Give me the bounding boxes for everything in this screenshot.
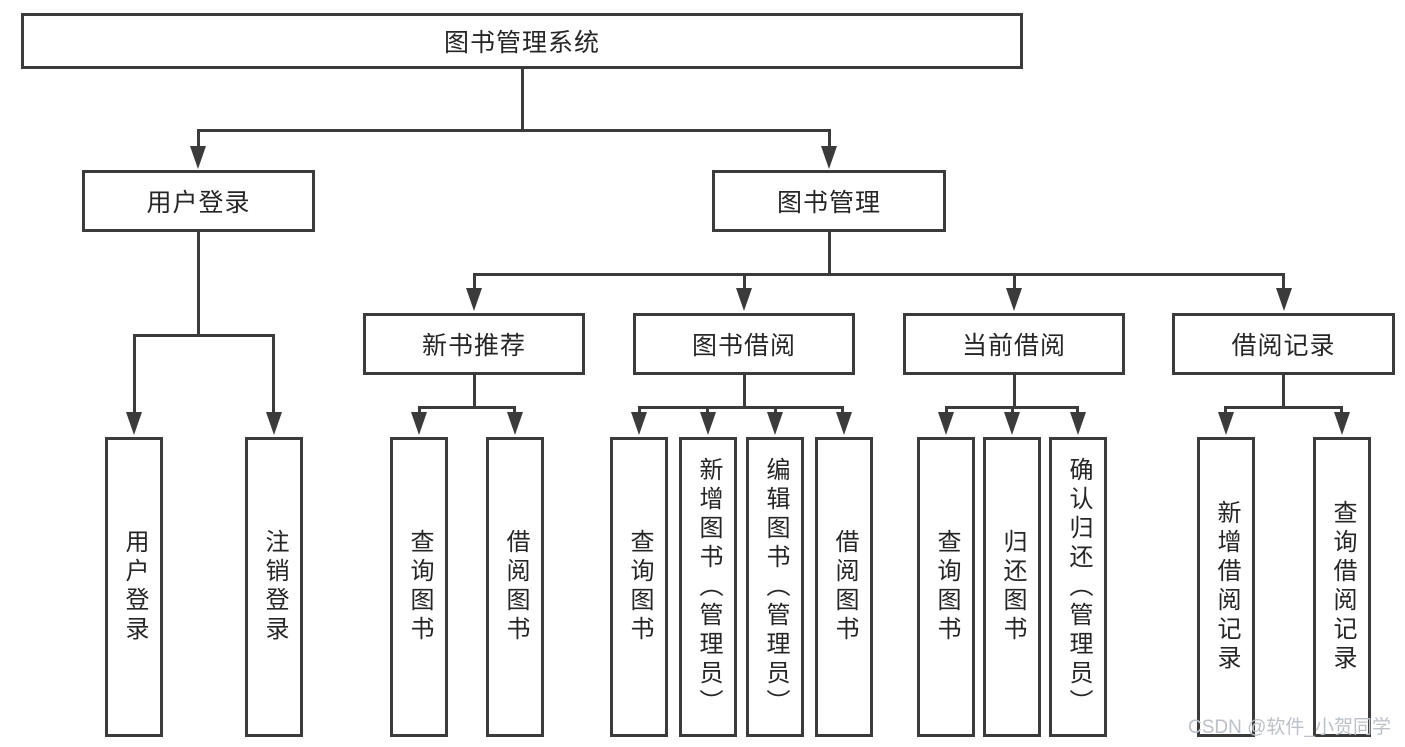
- leaf-borrow-books-recommend: 借阅图书: [486, 437, 544, 737]
- node-book-borrow: 图书借阅: [633, 313, 855, 375]
- line-segment: [473, 273, 1285, 276]
- line-segment: [841, 406, 844, 415]
- root-node: 图书管理系统: [21, 13, 1023, 69]
- line-segment: [197, 232, 200, 334]
- line-segment: [828, 232, 831, 273]
- leaf-query-books-current: 查询图书: [917, 437, 975, 737]
- leaf-query-books-borrow: 查询图书: [610, 437, 668, 737]
- line-segment: [638, 406, 641, 415]
- line-segment: [945, 406, 948, 415]
- line-segment: [513, 406, 516, 415]
- leaf-add-book-admin: 新增图书（管理员）: [679, 437, 737, 737]
- line-segment: [774, 406, 777, 415]
- arrowhead-icon: [1276, 288, 1292, 311]
- line-segment: [743, 273, 746, 291]
- leaf-user-login: 用户登录: [105, 437, 163, 737]
- line-segment: [638, 406, 844, 409]
- line-segment: [1013, 375, 1016, 406]
- arrowhead-icon: [126, 412, 142, 435]
- line-segment: [1224, 406, 1227, 415]
- arrowhead-icon: [938, 412, 954, 435]
- arrowhead-icon: [266, 412, 282, 435]
- line-segment: [828, 129, 831, 149]
- leaf-query-borrow-record: 查询借阅记录: [1313, 437, 1371, 737]
- line-segment: [473, 375, 476, 406]
- node-new-book-recommend: 新书推荐: [363, 313, 585, 375]
- leaf-add-borrow-record: 新增借阅记录: [1197, 437, 1255, 737]
- line-segment: [1282, 273, 1285, 291]
- arrowhead-icon: [190, 146, 206, 169]
- line-segment: [1011, 406, 1014, 415]
- line-segment: [1013, 273, 1016, 291]
- line-segment: [272, 334, 275, 414]
- line-segment: [473, 273, 476, 291]
- arrowhead-icon: [1006, 288, 1022, 311]
- line-segment: [133, 334, 275, 337]
- arrowhead-icon: [700, 412, 716, 435]
- leaf-query-books-recommend: 查询图书: [390, 437, 448, 737]
- line-segment: [197, 129, 200, 149]
- arrowhead-icon: [466, 288, 482, 311]
- node-user-login: 用户登录: [82, 170, 315, 232]
- line-segment: [1224, 406, 1342, 409]
- leaf-return-books: 归还图书: [983, 437, 1041, 737]
- arrowhead-icon: [836, 412, 852, 435]
- leaf-logout: 注销登录: [245, 437, 303, 737]
- line-segment: [418, 406, 516, 409]
- line-segment: [706, 406, 709, 415]
- arrowhead-icon: [1004, 412, 1020, 435]
- line-segment: [743, 375, 746, 406]
- line-segment: [1076, 406, 1079, 415]
- arrowhead-icon: [411, 412, 427, 435]
- arrowhead-icon: [736, 288, 752, 311]
- arrowhead-icon: [821, 146, 837, 169]
- arrowhead-icon: [1070, 412, 1086, 435]
- line-segment: [197, 129, 831, 132]
- leaf-edit-book-admin: 编辑图书（管理员）: [746, 437, 804, 737]
- node-current-borrow: 当前借阅: [903, 313, 1125, 375]
- line-segment: [418, 406, 421, 415]
- leaf-confirm-return-admin: 确认归还（管理员）: [1049, 437, 1107, 737]
- leaf-borrow-books: 借阅图书: [815, 437, 873, 737]
- line-segment: [1282, 375, 1285, 406]
- arrowhead-icon: [1218, 412, 1234, 435]
- arrowhead-icon: [767, 412, 783, 435]
- line-segment: [521, 69, 524, 129]
- line-segment: [133, 334, 136, 414]
- watermark: CSDN @软件_小贺同学: [1188, 717, 1391, 738]
- arrowhead-icon: [631, 412, 647, 435]
- line-segment: [1340, 406, 1343, 415]
- node-borrow-records: 借阅记录: [1172, 313, 1395, 375]
- arrowhead-icon: [1334, 412, 1350, 435]
- arrowhead-icon: [507, 412, 523, 435]
- node-book-management: 图书管理: [712, 170, 946, 232]
